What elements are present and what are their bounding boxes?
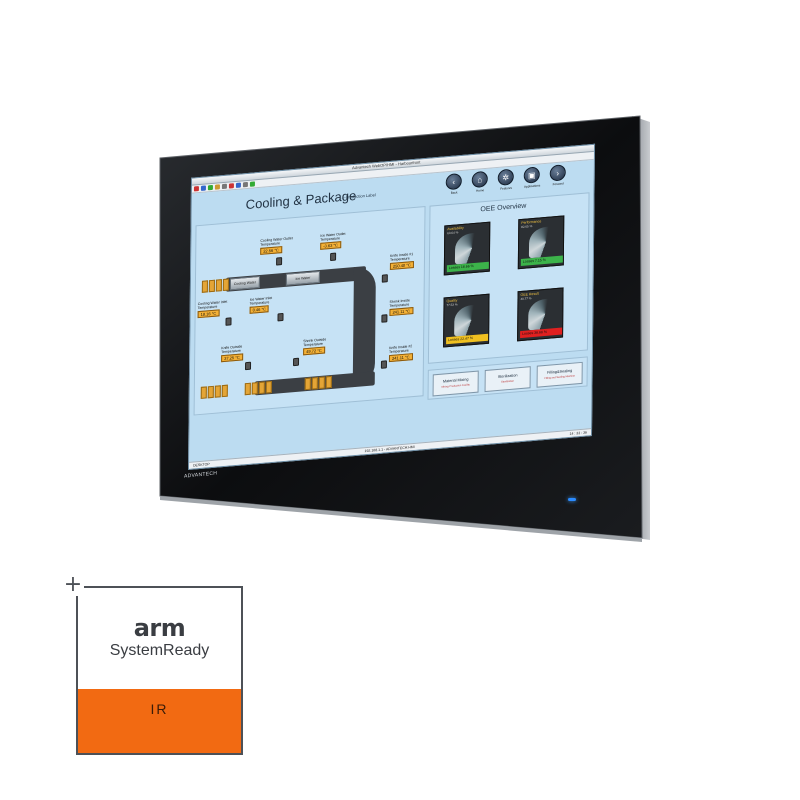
readout-value: 22.56 °C <box>260 246 282 255</box>
package-boxes <box>201 278 229 293</box>
readout-value: -3.63 °C <box>320 241 341 250</box>
power-led-indicator <box>568 498 576 501</box>
sensor-icon <box>380 360 387 369</box>
gauge-dial <box>454 231 490 265</box>
chevron-right-icon: › <box>549 164 566 182</box>
toolbar-icon[interactable] <box>200 185 206 191</box>
conveyor-curve <box>352 265 376 388</box>
readout-value: 0.46 °C <box>249 305 270 314</box>
readout-value: 49.72 °C <box>303 346 325 356</box>
gauge-losses: Losses 22.47 % <box>446 333 489 345</box>
readout-cooling-water-outlet[interactable]: Cooling Water Outlet Temperature 22.56 °… <box>260 236 293 255</box>
features-icon: ✲ <box>497 168 514 186</box>
oee-title: OEE Overview <box>480 202 527 214</box>
nav-label: Features <box>500 185 513 191</box>
gauge-percent: 82.65 % <box>521 224 533 229</box>
applications-icon: ▣ <box>523 166 540 184</box>
nav-label: Back <box>450 190 458 195</box>
sterilization-button[interactable]: Sterilization Sterilization <box>484 366 531 393</box>
nav-label: Forward <box>552 181 564 187</box>
package-boxes <box>200 384 228 399</box>
plus-icon: + <box>62 572 84 597</box>
toolbar-icon[interactable] <box>193 186 199 192</box>
nav-forward-button[interactable]: › Forward <box>549 164 567 187</box>
readout-ice-water-inlet[interactable]: Ice Water Inlet Temperature 0.46 °C <box>249 296 272 314</box>
gauge-losses: Losses 36.66 % <box>520 327 563 339</box>
oee-overview: OEE Overview Availability 63.64 % Losses… <box>427 192 590 364</box>
gauge-dial <box>454 303 489 337</box>
nav-back-button[interactable]: ‹ Back <box>445 172 463 195</box>
toolbar-icon[interactable] <box>235 182 241 188</box>
oven-cooling-water: Cooling Water <box>229 275 260 291</box>
readout-value: 241.11 °C <box>389 307 414 317</box>
systemready-label: SystemReady <box>109 642 210 659</box>
task-buttons: Material Mixing Mixing Production Facili… <box>427 356 588 400</box>
readout-ice-water-outlet[interactable]: Ice Water Outlet Temperature -3.63 °C <box>320 232 346 250</box>
gauge-performance[interactable]: Performance 82.65 % Losses 7.15 % <box>517 215 565 270</box>
gauge-percent: 77.53 % <box>446 302 458 308</box>
nav-features-button[interactable]: ✲ Features <box>497 168 515 191</box>
sensor-icon <box>225 317 232 326</box>
tier-band: IR <box>78 689 241 753</box>
status-left: DESKTOP <box>193 462 210 468</box>
gauge-percent: 63.64 % <box>447 230 459 236</box>
readout-cooling-water-inlet[interactable]: Cooling Water Inlet Temperature 18.16 °C <box>197 300 227 319</box>
readout-value: 37.25 °C <box>221 353 243 363</box>
nav-applications-button[interactable]: ▣ Applications <box>523 166 541 189</box>
material-mixing-button[interactable]: Material Mixing Mixing Production Facili… <box>432 370 479 397</box>
gauge-percent: 40.77 % <box>520 296 532 302</box>
task-label: Sterilization <box>497 373 518 379</box>
toolbar-icon[interactable] <box>242 181 248 188</box>
sensor-icon <box>330 252 337 262</box>
hmi-body: Cooling & Package —Production Label ‹ Ba… <box>189 159 594 469</box>
filling-sealing-button[interactable]: Filling&Sealing Filling and Sealing Mach… <box>536 361 583 388</box>
home-icon: ⌂ <box>471 170 488 189</box>
readout-shrink-inside[interactable]: Shrink Inside Temperature 241.11 °C <box>389 298 414 317</box>
toolbar-icon[interactable] <box>214 184 220 190</box>
sensor-icon <box>292 357 300 367</box>
nav-home-button[interactable]: ⌂ Home <box>471 170 489 193</box>
readout-value: 18.16 °C <box>197 309 220 319</box>
nav-label: Applications <box>524 183 541 189</box>
gauge-availability[interactable]: Availability 63.64 % Losses 16.66 % <box>443 221 491 276</box>
gauge-quality[interactable]: Quality 77.53 % Losses 22.47 % <box>443 293 490 348</box>
gauge-dial <box>528 297 563 331</box>
sensor-icon <box>276 257 283 266</box>
readout-shrink-outside[interactable]: Shrink Outside Temperature 49.72 °C <box>303 337 326 356</box>
arm-systemready-badge: arm SystemReady IR <box>76 586 243 755</box>
sensor-icon <box>381 314 388 323</box>
tier-label: IR <box>150 701 169 717</box>
arm-logo-text: arm <box>133 614 186 642</box>
readout-knife-inside-1[interactable]: Knife Inside #1 Temperature 250.40 °C <box>389 252 414 271</box>
task-sub: Filling and Sealing Machine <box>544 374 575 381</box>
gauge-losses: Losses 16.66 % <box>446 261 489 273</box>
gauge-oee-result[interactable]: OEE Result 40.77 % Losses 36.66 % <box>517 287 564 342</box>
toolbar-icon[interactable] <box>207 184 213 191</box>
task-sub: Sterilization <box>501 379 515 384</box>
readout-value: 241.11 °C <box>388 353 413 363</box>
readout-knife-outside[interactable]: Knife Outside Temperature 37.25 °C <box>221 344 243 363</box>
status-clock: 14 : 33 : 36 <box>569 430 588 436</box>
screen-title: Cooling & Package <box>245 187 357 213</box>
hmi-screen[interactable]: Advantech WebOP/HMI - Harbourfront Cooli… <box>188 143 596 470</box>
sensor-icon <box>277 312 284 322</box>
toolbar-icon[interactable] <box>228 183 234 189</box>
task-label: Filling&Sealing <box>547 368 573 375</box>
package-boxes <box>244 380 272 396</box>
chevron-left-icon: ‹ <box>445 172 462 191</box>
task-sub: Mixing Production Facility <box>441 383 470 389</box>
readout-knife-inside-2[interactable]: Knife Inside #2 Temperature 241.11 °C <box>388 344 413 363</box>
package-boxes <box>304 375 332 391</box>
process-diagram: Cooling Water Ice Water Cooling Water Ou… <box>193 206 426 416</box>
sensor-icon <box>244 361 252 371</box>
task-label: Material Mixing <box>442 377 469 384</box>
sensor-icon <box>381 274 388 283</box>
gauge-losses: Losses 7.15 % <box>520 255 563 267</box>
toolbar-icon[interactable] <box>249 181 255 187</box>
toolbar-icon[interactable] <box>221 183 227 190</box>
gauge-dial <box>528 225 564 259</box>
readout-value: 250.40 °C <box>389 261 414 271</box>
nav-label: Home <box>476 188 485 193</box>
